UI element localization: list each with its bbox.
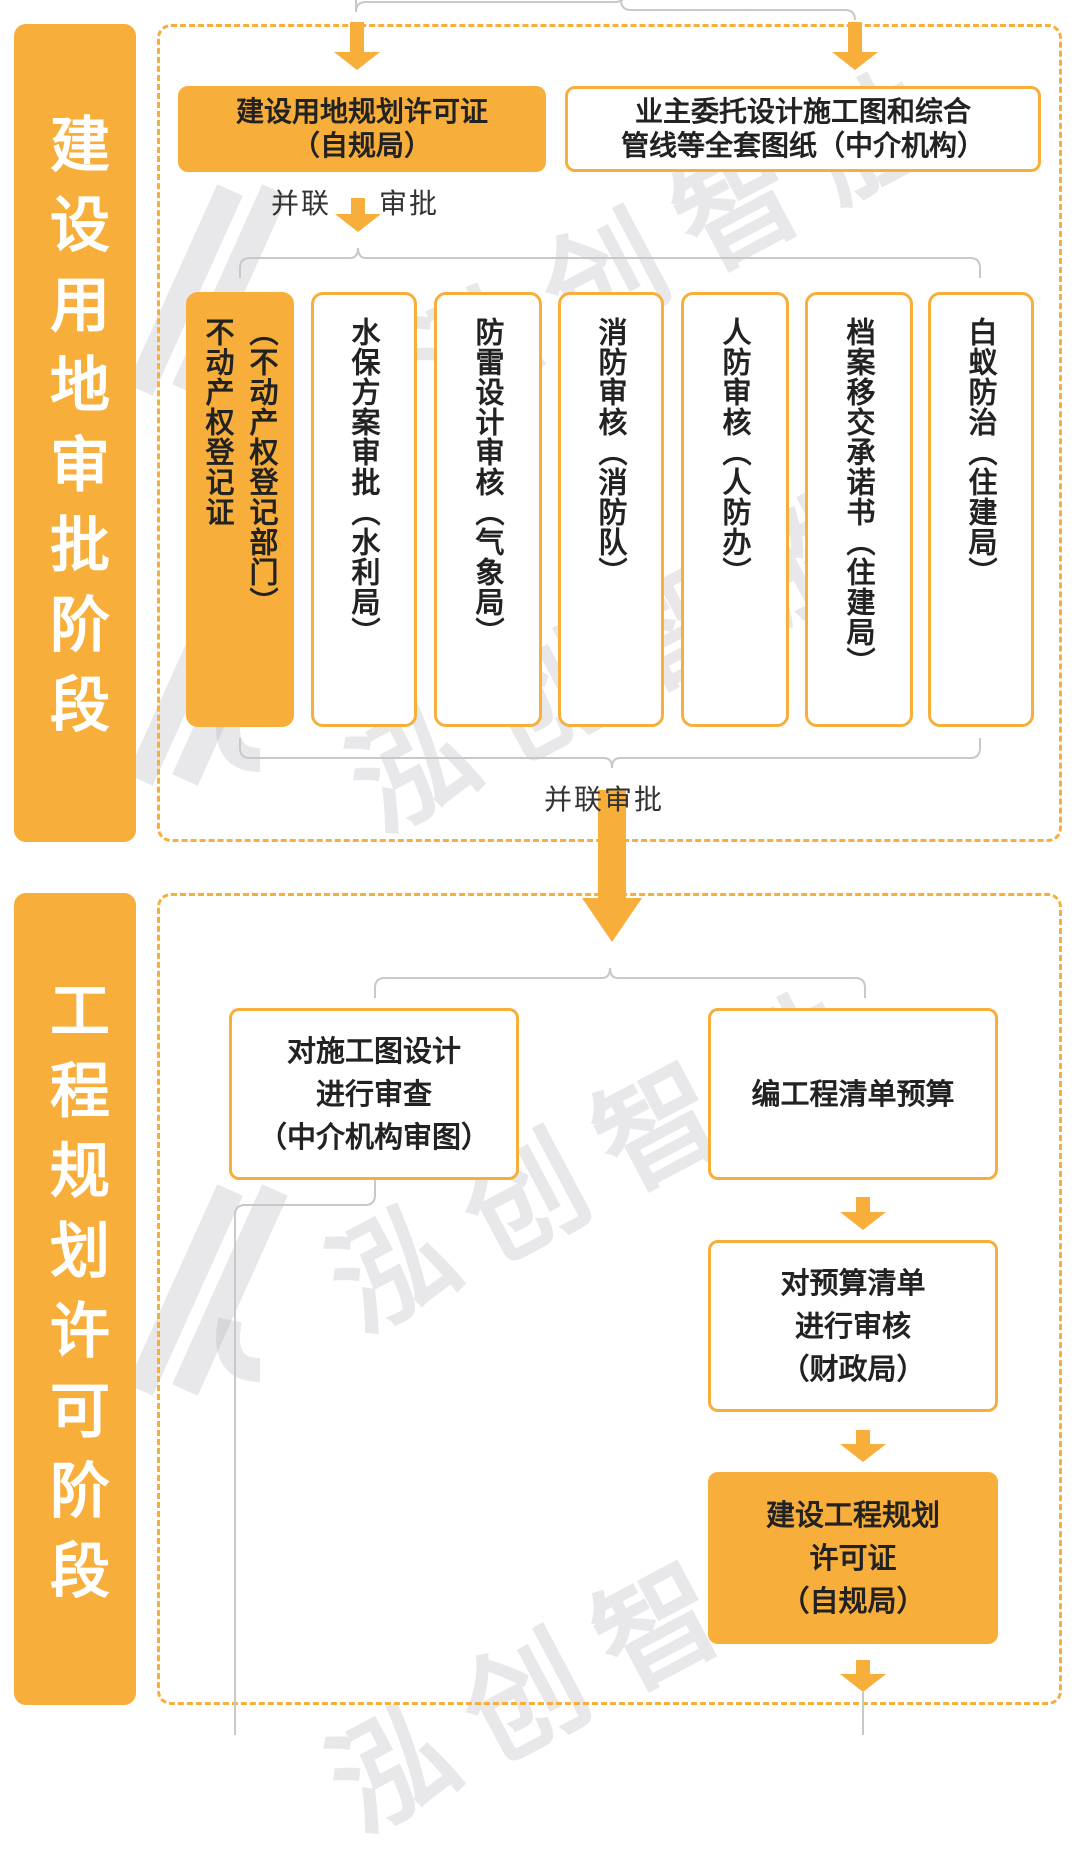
flow-connectors: [234, 0, 981, 1735]
design-drawings-text: 业主委托设计施工图和综合 管线等全套图纸（中介机构）: [620, 95, 985, 162]
approval-text: 档案移交承诺书（住建局）: [842, 317, 876, 677]
drawing-review-box: 对施工图设计 进行审查 （中介机构审图）: [229, 1008, 519, 1180]
planning-permit-text: 建设工程规划 许可证 （自规局）: [765, 1497, 940, 1618]
approval-box-fire-review: 消防审核（消防队）: [558, 292, 664, 727]
planning-permit-box: 建设工程规划 许可证 （自规局）: [708, 1472, 998, 1644]
approval-text: 防雷设计审核（气象局）: [471, 317, 505, 647]
approval-text: 水保方案审批（水利局）: [347, 317, 381, 647]
approval-text: 白蚁防治（住建局）: [964, 317, 998, 587]
design-drawings-box: 业主委托设计施工图和综合 管线等全套图纸（中介机构）: [565, 86, 1041, 172]
stage-label-land-approval: 建设用地审批阶段: [14, 24, 136, 842]
approval-box-termite-control: 白蚁防治（住建局）: [928, 292, 1034, 727]
budget-text: 编工程清单预算: [751, 1076, 955, 1111]
approval-box-water-conservation: 水保方案审批（水利局）: [311, 292, 417, 727]
land-planning-permit-text: 建设用地规划许可证 （自规局）: [235, 95, 488, 162]
approval-text: 不动产权登记证: [201, 317, 235, 527]
parallel-approval-label-b: 审批: [379, 187, 440, 220]
stage-label-planning-permit: 工程规划许可阶段: [14, 893, 136, 1705]
budget-box: 编工程清单预算: [708, 1008, 998, 1180]
approval-box-archive-transfer: 档案移交承诺书（住建局）: [805, 292, 913, 727]
approval-box-lightning-protection: 防雷设计审核（气象局）: [434, 292, 542, 727]
approval-text: 人防审核（人防办）: [718, 317, 752, 587]
parallel-approval-label-bottom: 并联审批: [544, 783, 665, 816]
approval-text: （不动产权登记部门）: [245, 317, 279, 617]
land-planning-permit-box: 建设用地规划许可证 （自规局）: [178, 86, 546, 172]
approval-box-civil-defense: 人防审核（人防办）: [681, 292, 789, 727]
approval-text: 消防审核（消防队）: [594, 317, 628, 587]
parallel-approval-label-a: 并联: [271, 187, 332, 220]
budget-review-box: 对预算清单 进行审核 （财政局）: [708, 1240, 998, 1412]
drawing-review-text: 对施工图设计 进行审查 （中介机构审图）: [257, 1033, 490, 1154]
budget-review-text: 对预算清单 进行审核 （财政局）: [780, 1265, 926, 1386]
approval-box-property-rights: 不动产权登记证 （不动产权登记部门）: [186, 292, 294, 727]
